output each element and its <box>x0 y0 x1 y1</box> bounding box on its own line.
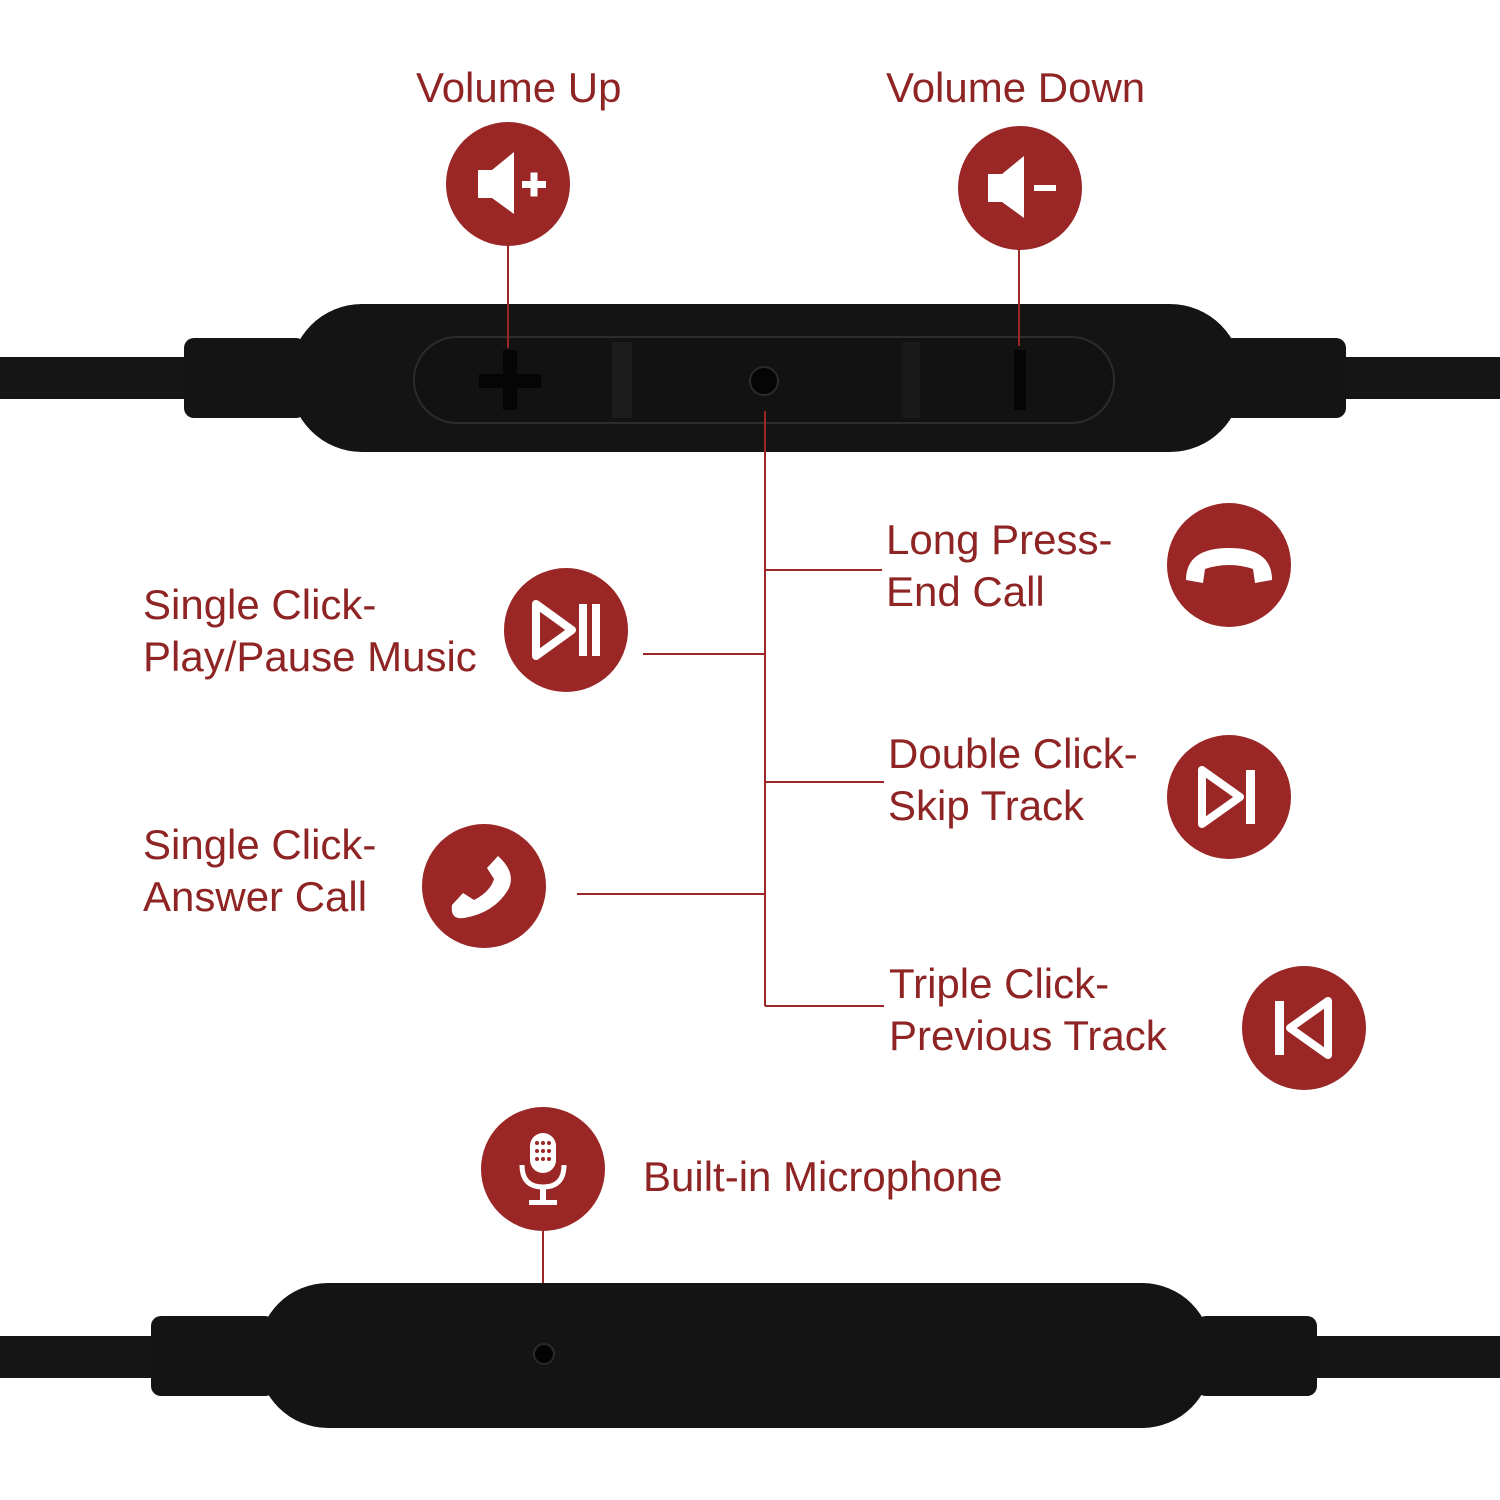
panel-divider-right <box>902 342 920 418</box>
play-pause-line1: Single Click- <box>143 581 377 628</box>
microphone-label: Built-in Microphone <box>643 1151 1003 1203</box>
answer-call-line2: Answer Call <box>143 873 368 920</box>
microphone-text: Built-in Microphone <box>643 1153 1003 1200</box>
connector-lines <box>507 244 1020 1348</box>
panel-divider-left <box>612 342 632 418</box>
volume-up-text: Volume Up <box>416 64 622 111</box>
bottom-cable-right <box>1300 1336 1500 1378</box>
bottom-strain-relief-right <box>1196 1316 1317 1396</box>
hang-up-phone-icon <box>1167 503 1291 627</box>
volume-up-label: Volume Up <box>416 62 621 114</box>
play-pause-label: Single Click- Play/Pause Music <box>143 579 477 683</box>
skip-back-icon <box>1242 966 1366 1090</box>
long-press-line1: Long Press- <box>886 516 1113 563</box>
answer-call-line1: Single Click- <box>143 821 377 868</box>
top-cable-right <box>1330 357 1500 399</box>
long-press-line2: End Call <box>886 568 1045 615</box>
top-cable-left <box>0 357 200 399</box>
volume-down-text: Volume Down <box>886 64 1146 111</box>
triple-click-line2: Previous Track <box>889 1012 1167 1059</box>
plus-symbol <box>479 350 541 410</box>
bottom-remote <box>0 1283 1500 1428</box>
phone-icon <box>422 824 546 948</box>
bottom-cable-left <box>0 1336 170 1378</box>
long-press-label: Long Press- End Call <box>886 514 1112 618</box>
play-pause-line2: Play/Pause Music <box>143 633 477 680</box>
top-strain-relief-left <box>184 338 306 418</box>
minus-symbol <box>1014 350 1026 410</box>
microphone-icon <box>481 1107 605 1231</box>
microphone-hole <box>533 1343 555 1365</box>
play-pause-icon <box>504 568 628 692</box>
triple-click-line1: Triple Click- <box>889 960 1110 1007</box>
top-remote <box>0 304 1500 452</box>
skip-forward-icon <box>1167 735 1291 859</box>
bottom-remote-body <box>258 1283 1212 1428</box>
bottom-strain-relief-left <box>151 1316 275 1396</box>
top-strain-relief-right <box>1222 338 1346 418</box>
volume-down-label: Volume Down <box>886 62 1145 114</box>
triple-click-label: Triple Click- Previous Track <box>889 958 1167 1062</box>
answer-call-label: Single Click- Answer Call <box>143 819 376 923</box>
double-click-line2: Skip Track <box>888 782 1085 829</box>
double-click-line1: Double Click- <box>888 730 1138 777</box>
speaker-plus-icon <box>446 122 570 246</box>
double-click-label: Double Click- Skip Track <box>888 728 1138 832</box>
speaker-minus-icon <box>958 126 1082 250</box>
center-button-dot <box>749 366 779 396</box>
